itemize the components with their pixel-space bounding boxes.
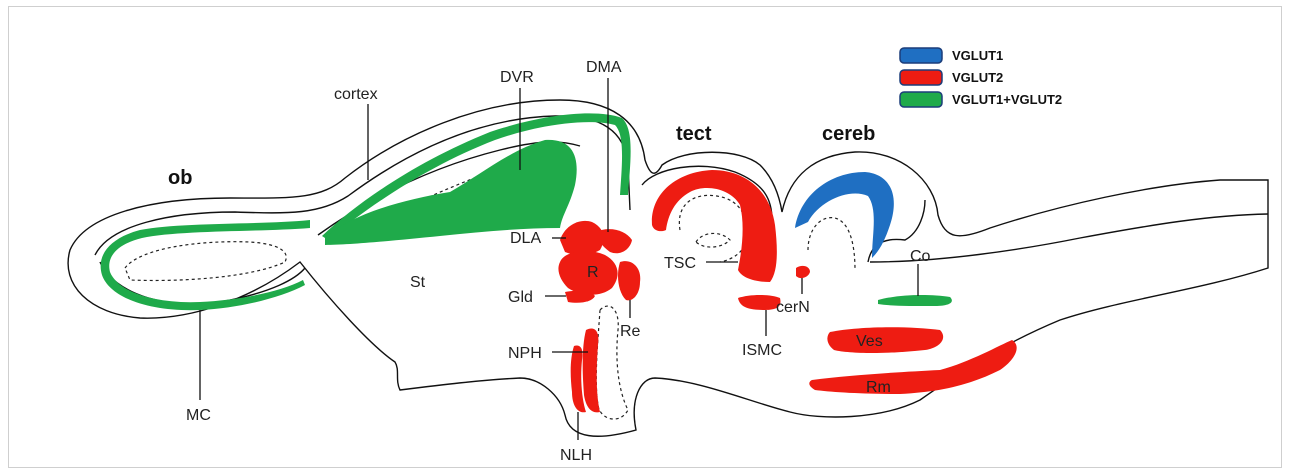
label-dma: DMA [586,59,622,76]
label-co: Co [910,248,931,265]
ob-ventricle [125,242,286,281]
label-ves: Ves [856,333,883,350]
cereb-ventricle [808,218,855,270]
legend-label-both: VGLUT1+VGLUT2 [952,92,1062,107]
ob-green-band [101,220,310,310]
dla-red [560,221,604,255]
label-nph: NPH [508,345,542,362]
label-cern: cerN [776,299,810,316]
legend-label-vglut1: VGLUT1 [952,48,1003,63]
label-dla: DLA [510,230,541,247]
region-label-cereb: cereb [822,123,875,145]
ves-red [827,327,943,353]
tect-ventricle [679,195,746,262]
label-r: R [587,264,599,281]
label-rm: Rm [866,379,891,396]
legend-swatch-both [900,92,942,107]
nph-red [583,329,600,413]
dma-red [595,229,632,253]
label-re: Re [620,323,641,340]
legend-swatch-vglut2 [900,70,942,85]
ismc-red [738,295,780,310]
label-nlh: NLH [560,447,592,464]
legend-label-vglut2: VGLUT2 [952,70,1003,85]
cereb-blue [795,172,894,258]
tect-ventricle-inner [696,233,730,247]
co-green [878,295,952,306]
cern-red [796,266,810,278]
label-tsc: TSC [664,255,696,272]
label-ismc: ISMC [742,342,782,359]
region-label-ob: ob [168,167,192,189]
label-cortex: cortex [334,86,378,103]
label-mc: MC [186,407,211,424]
legend: VGLUT1 VGLUT2 VGLUT1+VGLUT2 [900,48,1062,107]
re-red [618,261,640,300]
region-label-tect: tect [676,123,712,145]
label-st: St [410,274,426,291]
label-gld: Gld [508,289,533,306]
legend-swatch-vglut1 [900,48,942,63]
label-dvr: DVR [500,69,534,86]
